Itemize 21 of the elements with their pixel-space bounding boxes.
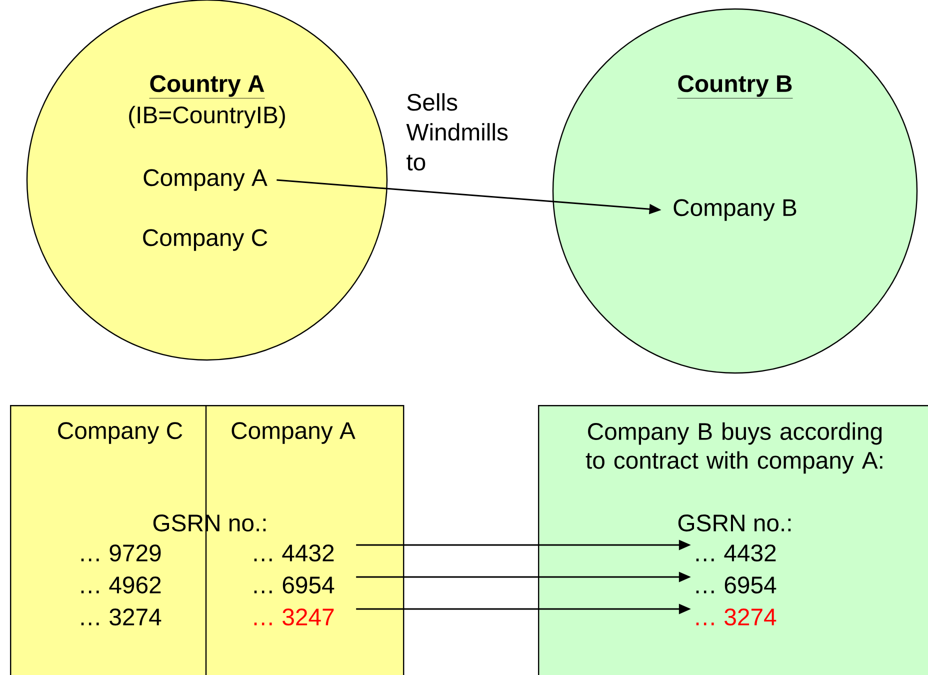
company-label: Company B: [674, 199, 796, 221]
serial-number: … 4432: [696, 544, 776, 562]
country-subheading: (IB=CountryIB): [129, 106, 285, 128]
serial-number: … 4432: [254, 544, 334, 562]
gsrn-label: GSRN no.:: [678, 514, 791, 532]
serial-number: … 6954: [254, 576, 334, 594]
serial-number: … 6954: [696, 576, 776, 594]
edge-label: Sells Windmills to: [406, 93, 508, 171]
serial-number: … 3247: [254, 608, 334, 626]
country-heading: Country A: [149, 75, 265, 98]
serial-number: … 3274: [81, 608, 162, 626]
country-heading: Country B: [677, 75, 793, 98]
company-label: Company C: [143, 229, 268, 251]
column-header: Company C: [58, 422, 182, 444]
serial-number: … 4962: [81, 576, 161, 594]
panel-heading: Company B buys according to contract with company A:: [586, 422, 882, 474]
serial-number: … 3274: [696, 608, 776, 626]
country-circle: [552, 8, 918, 374]
company-label: Company A: [144, 169, 268, 191]
serial-number: … 9729: [81, 544, 161, 562]
column-header: Company A: [232, 422, 356, 444]
